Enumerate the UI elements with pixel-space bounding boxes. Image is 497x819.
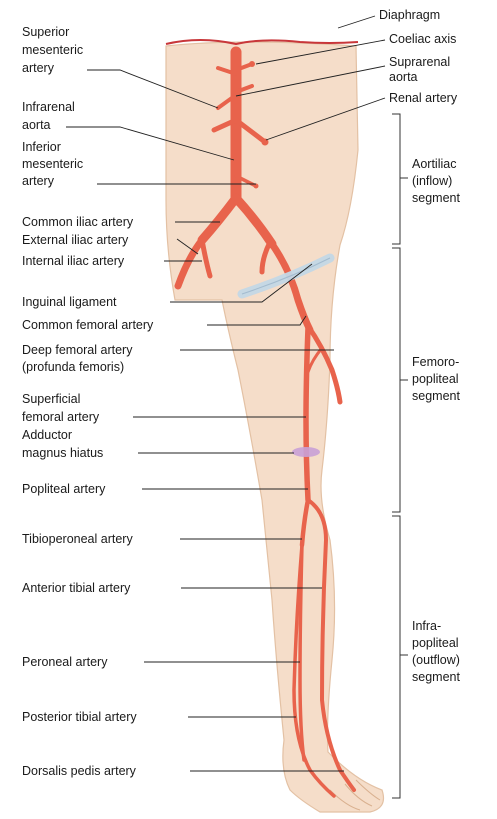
- label-peroneal-artery: Peroneal artery: [22, 655, 108, 669]
- superficial-femoral: [306, 328, 308, 500]
- label-suprarenal-aorta: Suprarenal aorta: [389, 55, 454, 84]
- label-infrarenal-l2: aorta: [22, 118, 51, 132]
- label-diaphragm: Diaphragm: [379, 8, 440, 22]
- label-anterior-tibial-artery: Anterior tibial artery: [22, 581, 131, 595]
- label-common-femoral-artery: Common femoral artery: [22, 318, 154, 332]
- label-suprarenal-aorta-l2: aorta: [389, 70, 418, 84]
- label-adductor-magnus-hiatus: Adductor magnus hiatus: [22, 428, 103, 460]
- label-amh-l2: magnus hiatus: [22, 446, 103, 460]
- torso-leg-skin: [166, 42, 384, 812]
- segment-infrapopliteal-l2: popliteal: [412, 636, 459, 650]
- label-sma-l2: mesenteric: [22, 43, 83, 57]
- label-infrarenal-l1: Infrarenal: [22, 100, 75, 114]
- label-superior-mesenteric-artery: Superior mesenteric artery: [22, 25, 87, 75]
- label-inferior-mesenteric-artery: Inferior mesenteric artery: [22, 140, 87, 188]
- coeliac-dot: [249, 61, 255, 67]
- label-sma-l1: Superior: [22, 25, 69, 39]
- label-amh-l1: Adductor: [22, 428, 72, 442]
- segment-aortoiliac-l2: (inflow): [412, 174, 452, 188]
- label-internal-iliac-artery: Internal iliac artery: [22, 254, 125, 268]
- label-popliteal-artery: Popliteal artery: [22, 482, 106, 496]
- label-renal-artery: Renal artery: [389, 91, 458, 105]
- femoropopliteal-bracket: [392, 248, 400, 512]
- segment-aortoiliac-l3: segment: [412, 191, 460, 205]
- label-deep-femoral-artery: Deep femoral artery (profunda femoris): [22, 343, 136, 374]
- label-ima-l3: artery: [22, 174, 55, 188]
- segment-aortoiliac: Aortiliac (inflow) segment: [412, 157, 460, 205]
- label-sfa-l1: Superficial: [22, 392, 80, 406]
- label-tibioperoneal-artery: Tibioperoneal artery: [22, 532, 133, 546]
- label-dorsalis-pedis-artery: Dorsalis pedis artery: [22, 764, 137, 778]
- label-posterior-tibial-artery: Posterior tibial artery: [22, 710, 137, 724]
- label-common-iliac-artery: Common iliac artery: [22, 215, 134, 229]
- segment-infrapopliteal-l4: segment: [412, 670, 460, 684]
- adductor-hiatus-ring: [292, 447, 320, 457]
- label-coeliac-axis: Coeliac axis: [389, 32, 456, 46]
- label-ima-l2: mesenteric: [22, 157, 83, 171]
- aortoiliac-bracket: [392, 114, 400, 244]
- label-external-iliac-artery: External iliac artery: [22, 233, 129, 247]
- label-dfa-l2: (profunda femoris): [22, 360, 124, 374]
- segment-brackets: [392, 114, 408, 798]
- label-dfa-l1: Deep femoral artery: [22, 343, 133, 357]
- segment-aortoiliac-l1: Aortiliac: [412, 157, 456, 171]
- segment-femoropopliteal-l2: popliteal: [412, 372, 459, 386]
- label-inguinal-ligament: Inguinal ligament: [22, 295, 117, 309]
- label-sfa-l2: femoral artery: [22, 410, 100, 424]
- label-ima-l1: Inferior: [22, 140, 61, 154]
- segment-infrapopliteal-l3: (outflow): [412, 653, 460, 667]
- label-superficial-femoral-artery: Superficial femoral artery: [22, 392, 100, 424]
- segment-infrapopliteal: Infra- popliteal (outflow) segment: [412, 619, 463, 684]
- infrapopliteal-bracket: [392, 516, 400, 798]
- label-sma-l3: artery: [22, 61, 55, 75]
- segment-femoropopliteal-l3: segment: [412, 389, 460, 403]
- leg-silhouette: [166, 40, 384, 812]
- label-suprarenal-aorta-l1: Suprarenal: [389, 55, 450, 69]
- segment-femoropopliteal-l1: Femoro-: [412, 355, 459, 369]
- segment-femoropopliteal: Femoro- popliteal segment: [412, 355, 463, 403]
- segment-infrapopliteal-l1: Infra-: [412, 619, 441, 633]
